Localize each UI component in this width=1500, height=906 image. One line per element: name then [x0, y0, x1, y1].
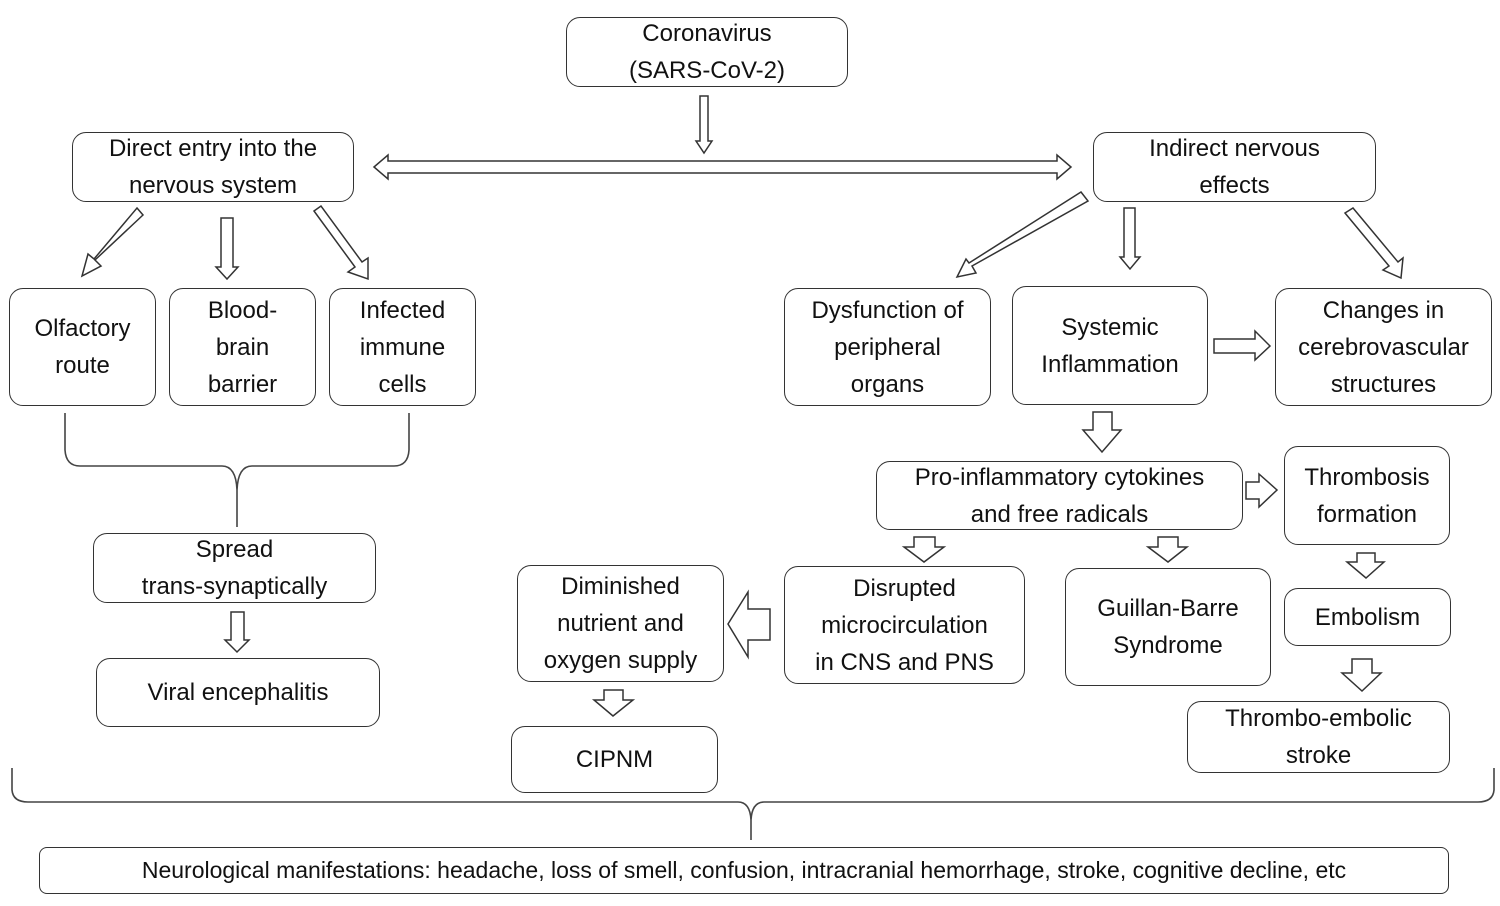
arrow-to-viral-encephalitis — [223, 611, 251, 654]
arrow-direct-indirect-double — [372, 153, 1073, 181]
arrow-to-thrombosis — [1245, 472, 1279, 509]
arrow-to-systemic-inflammation — [1118, 207, 1142, 271]
arrow-systemic-to-cerebrovascular — [1213, 329, 1272, 362]
brace-all-pathways — [11, 768, 1495, 840]
node-systemic-inflammation: Systemic Inflammation — [1012, 286, 1208, 405]
node-infected-immune-cells: Infected immune cells — [329, 288, 476, 406]
arrow-to-cerebrovascular — [1343, 207, 1404, 280]
arrow-to-infected-immune-cells — [312, 204, 369, 281]
node-disrupted-microcirculation: Disrupted microcirculation in CNS and PN… — [784, 566, 1025, 684]
node-cerebrovascular-changes: Changes in cerebrovascular structures — [1275, 288, 1492, 406]
node-cipnm: CIPNM — [511, 726, 718, 793]
arrow-to-olfactory — [80, 206, 145, 278]
arrow-to-disrupted-microcirculation — [901, 536, 947, 563]
arrow-to-thrombo-embolic-stroke — [1340, 658, 1383, 693]
node-indirect-effects: Indirect nervous effects — [1093, 132, 1376, 202]
node-dysfunction-peripheral: Dysfunction of peripheral organs — [784, 288, 991, 406]
node-blood-brain-barrier: Blood- brain barrier — [169, 288, 316, 406]
arrow-to-diminished-supply — [727, 589, 771, 660]
arrow-coronavirus-down — [694, 95, 714, 155]
node-spread-trans-synaptically: Spread trans-synaptically — [93, 533, 376, 603]
node-diminished-supply: Diminished nutrient and oxygen supply — [517, 565, 724, 682]
node-guillain-barre: Guillan-Barre Syndrome — [1065, 568, 1271, 686]
node-neurological-manifestations: Neurological manifestations: headache, l… — [39, 847, 1449, 894]
node-thrombosis-formation: Thrombosis formation — [1284, 446, 1450, 545]
arrow-to-blood-brain-barrier — [214, 217, 240, 281]
node-pro-inflammatory: Pro-inflammatory cytokines and free radi… — [876, 461, 1243, 530]
arrow-to-pro-inflammatory — [1081, 411, 1123, 454]
node-direct-entry: Direct entry into the nervous system — [72, 132, 354, 202]
node-viral-encephalitis: Viral encephalitis — [96, 658, 380, 727]
node-thrombo-embolic-stroke: Thrombo-embolic stroke — [1187, 701, 1450, 773]
node-embolism: Embolism — [1284, 588, 1451, 646]
node-coronavirus: Coronavirus (SARS-CoV-2) — [566, 17, 848, 87]
brace-direct-routes — [64, 413, 410, 527]
arrow-to-dysfunction-peripheral — [955, 191, 1090, 279]
arrow-to-guillain-barre — [1145, 536, 1190, 563]
arrow-to-cipnm — [591, 689, 636, 717]
arrow-to-embolism — [1344, 552, 1386, 579]
node-olfactory-route: Olfactory route — [9, 288, 156, 406]
